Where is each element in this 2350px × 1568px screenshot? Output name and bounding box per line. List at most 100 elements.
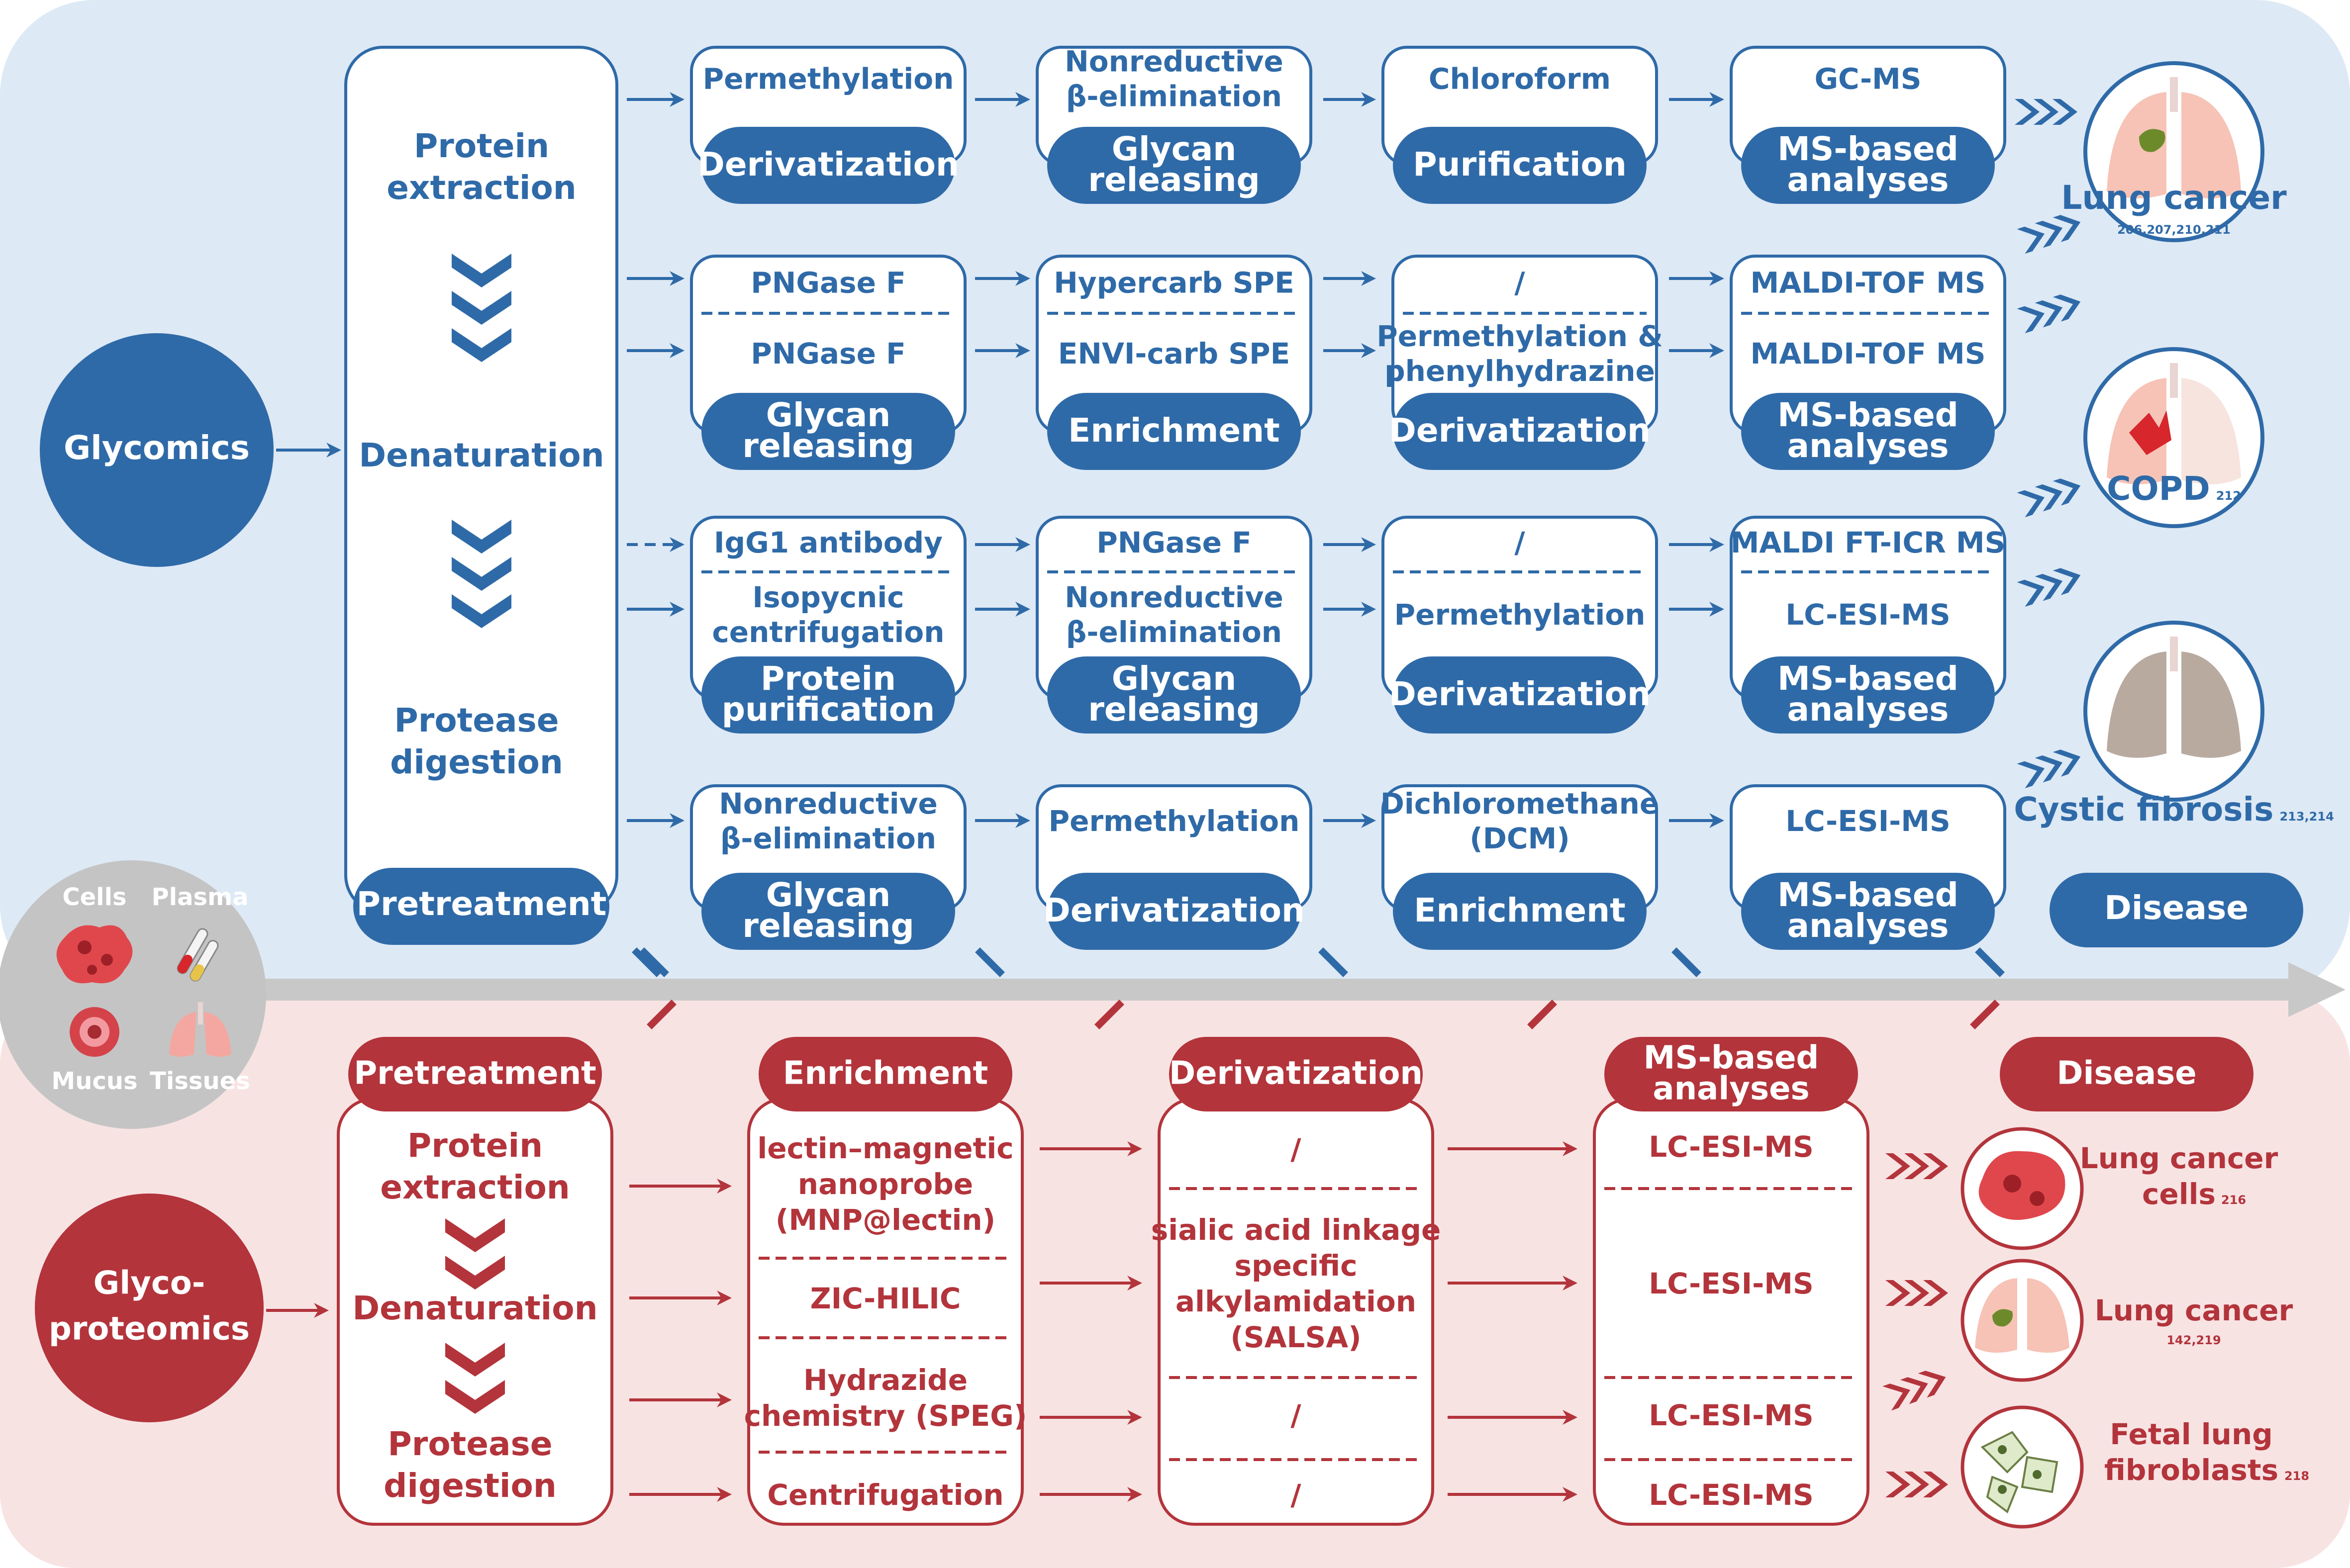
glycoproteomics-pretreatment-step-line: Protein xyxy=(407,1126,543,1165)
glycomics-step-label-line: Glycan xyxy=(766,396,890,434)
glycomics-chevron-right-icon xyxy=(2015,99,2077,125)
glycoproteomics-label-line: Glyco- xyxy=(94,1265,205,1302)
samples-circle: Cells Plasma Mucus Tissues xyxy=(0,860,266,1129)
glycomics-chevron-right-icon xyxy=(2017,749,2081,789)
glycomics-step-text: Permethylation xyxy=(703,62,954,96)
glycoproteomics-chevron-right-icon xyxy=(1885,1153,1948,1179)
glycomics-step-label: Derivatization xyxy=(1389,411,1651,450)
glycomics-step-text: PNGase F xyxy=(1096,526,1251,559)
glycomics-step-text-line: PNGase F xyxy=(1096,526,1251,559)
glycomics-disease-name: COPD 212 xyxy=(2107,469,2241,508)
glycoproteomics-enrichment-item-line: (MNP@lectin) xyxy=(776,1203,995,1237)
glycomics-step-label-line: Derivatization xyxy=(1389,675,1651,713)
glycomics-step-text-line: LC-ESI-MS xyxy=(1785,598,1950,632)
glycomics-step-label: Derivatization xyxy=(1389,675,1651,713)
glycoproteomics-ms-item: LC-ESI-MS xyxy=(1649,1267,1813,1300)
glycomics-step-text: Dichloromethane(DCM) xyxy=(1380,787,1659,855)
glycomics-step-label-line: analyses xyxy=(1787,690,1949,729)
glycomics-step-text: Permethylation xyxy=(1049,804,1300,838)
glycomics-disease-label-line: Disease xyxy=(2104,889,2249,927)
glycoproteomics-chevron-right-icon xyxy=(1882,1371,1946,1411)
timeline-tick xyxy=(1970,1000,2000,1029)
glycomics-step-label-line: Purification xyxy=(1413,145,1627,184)
glycomics-chevron-down-icon xyxy=(452,520,511,628)
pretreatment-step-denaturation-line: Denaturation xyxy=(359,436,604,474)
glycoproteomics-label: Glyco-proteomics xyxy=(49,1265,250,1348)
disease-name-text: Lung cancer xyxy=(2095,1293,2293,1327)
disease-name-text: COPD xyxy=(2107,469,2210,508)
glycoproteomics-enrichment-item-line: chemistry (SPEG) xyxy=(744,1399,1027,1433)
glycomics-disease-pill xyxy=(2050,873,2303,947)
glycomics-step-label-pill xyxy=(1047,873,1301,950)
glycomics-step-text-line: Chloroform xyxy=(1429,62,1611,96)
glycoproteomics-ms-item-line: LC-ESI-MS xyxy=(1649,1130,1813,1164)
glycomics-step-label-line: Derivatization xyxy=(1043,891,1305,929)
glycomics-step-text: LC-ESI-MS xyxy=(1785,598,1950,632)
disease-name-text: Lung cancer xyxy=(2061,179,2287,217)
glycoproteomics-column-pill xyxy=(759,1037,1012,1111)
glycoproteomics-ms-item-line: LC-ESI-MS xyxy=(1649,1267,1813,1300)
glycoproteomics-pretreatment-step-line: Denaturation xyxy=(352,1289,597,1327)
lung-icon xyxy=(1975,1278,2069,1353)
glycoproteomics-enrichment-item-line: nanoprobe xyxy=(798,1167,973,1201)
glycomics-pretreatment-pill xyxy=(353,868,609,945)
fibroblasts-icon xyxy=(1980,1431,2058,1514)
glycoproteomics-derivatization-item-line: / xyxy=(1290,1132,1301,1166)
glycoproteomics-ms-item-line: LC-ESI-MS xyxy=(1649,1478,1813,1512)
glycomics-step-label-line: Glycan xyxy=(1112,659,1236,698)
glycomics-step-text: LC-ESI-MS xyxy=(1785,804,1950,838)
glycomics-step-text-line: MALDI-TOF MS xyxy=(1750,337,1985,370)
glycomics-step-label: Derivatization xyxy=(1043,891,1305,929)
glycoproteomics-enrichment-item: Centrifugation xyxy=(767,1478,1003,1512)
glycomics-step-label-line: analyses xyxy=(1787,907,1949,945)
glycoproteomics-derivatization-item: / xyxy=(1290,1478,1301,1512)
glycoproteomics-enrichment-item-line: ZIC-HILIC xyxy=(810,1282,961,1315)
glycoproteomics-column-pill xyxy=(1169,1037,1423,1111)
glycoproteomics-derivatization-item: / xyxy=(1290,1132,1301,1166)
glycomics-step-text: GC-MS xyxy=(1814,62,1921,96)
glycomics-label: Glycomics xyxy=(64,429,250,467)
glycomics-step-text: MALDI-TOF MS xyxy=(1750,266,1985,300)
glycoproteomics-ms-item: LC-ESI-MS xyxy=(1649,1130,1813,1164)
glycomics-step-label-line: Enrichment xyxy=(1414,891,1625,929)
glycomics-step-text-line: Nonreductive xyxy=(719,787,938,821)
glycomics-step-text: / xyxy=(1514,526,1525,559)
disease-ref: 218 xyxy=(2284,1469,2309,1483)
sample-plasma-label: Plasma xyxy=(152,883,249,911)
glycomics-step-text-line: MALDI-TOF MS xyxy=(1750,266,1985,300)
cancer-cells-icon xyxy=(1978,1151,2065,1220)
glycoproteomics-derivatization-item-line: (SALSA) xyxy=(1230,1320,1361,1354)
plasma-icon xyxy=(177,928,219,982)
glycoproteomics-disease-name: Lung cancer xyxy=(2095,1293,2293,1327)
glycoproteomics-column-pill xyxy=(348,1037,602,1111)
glycomics-step-label-pill xyxy=(1741,656,1995,734)
disease-name-text: Fetal lung xyxy=(2110,1417,2273,1451)
glycoproteomics-derivatization-item-line: sialic acid linkage xyxy=(1151,1213,1441,1247)
glycoproteomics-enrichment-item-line: Centrifugation xyxy=(767,1478,1003,1512)
glycoproteomics-ms-item: LC-ESI-MS xyxy=(1649,1478,1813,1512)
glycoproteomics-column-label-line: analyses xyxy=(1653,1071,1809,1107)
glycomics-step-label-line: analyses xyxy=(1787,161,1949,199)
disease-ref: 212 xyxy=(2216,489,2241,503)
glycomics-step-label-pill xyxy=(1047,127,1301,204)
timeline-tick xyxy=(1975,947,2005,977)
glycoproteomics-enrichment-item: ZIC-HILIC xyxy=(810,1282,961,1315)
sample-cells-label: Cells xyxy=(62,883,126,911)
pretreatment-step-digestion-line: Protease xyxy=(394,701,559,739)
glycoproteomics-chevron-right-icon xyxy=(1885,1280,1948,1306)
glycoproteomics-column-label-line: Enrichment xyxy=(783,1055,988,1092)
glycomics-step-label-pill xyxy=(1741,393,1995,470)
